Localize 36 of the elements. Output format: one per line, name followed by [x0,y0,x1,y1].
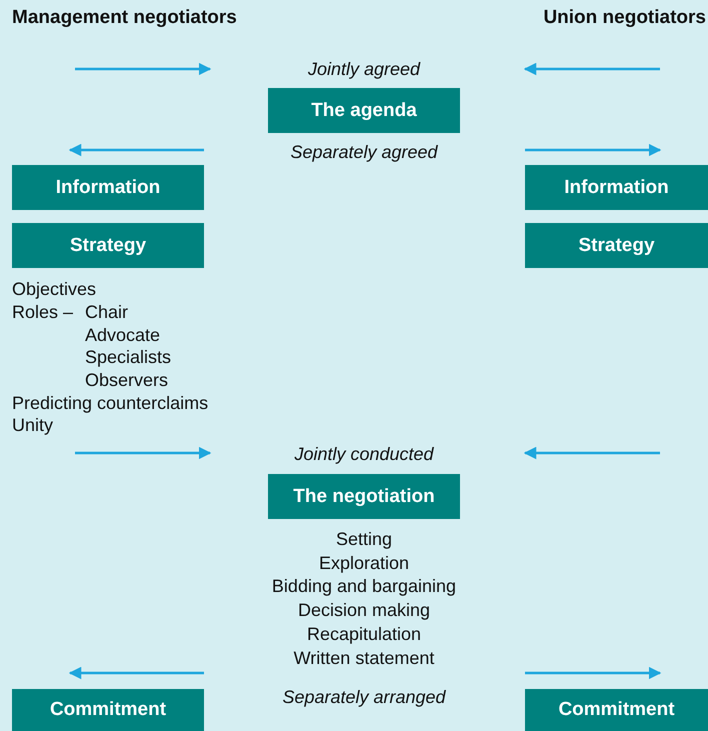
stage-box [268,474,460,519]
list-item: Decision making [298,599,430,621]
list-item: Chair [85,301,128,323]
side-heading: Union negotiators [543,7,706,29]
list-item: Specialists [85,346,172,368]
stage-title: Information [56,176,160,198]
arrow-caption: Jointly agreed [308,58,420,80]
list-item: Exploration [318,552,410,574]
list-item: Advocate [85,324,160,346]
list-item: Unity [12,414,54,436]
stage-box [525,689,708,731]
list-item: Roles – [12,301,74,323]
arrow-caption: Separately arranged [282,686,446,708]
side-heading: Management negotiators [12,7,237,29]
stage-box [525,165,708,210]
stage-title: Commitment [50,699,166,721]
stage-box [268,88,460,133]
stage-box [12,165,204,210]
list-item: Observers [85,369,168,391]
arrow-caption: Jointly conducted [294,443,434,465]
list-item: Predicting counterclaims [12,392,208,414]
list-item: Setting [336,528,392,550]
stage-title: The negotiation [293,486,435,508]
arrow-caption: Separately agreed [290,141,438,163]
stage-title: Information [564,176,669,198]
list-item: Bidding and bargaining [272,575,456,597]
stage-title: Commitment [558,699,675,721]
list-item: Objectives [12,278,96,300]
list-item: Written statement [294,647,434,669]
stage-box [12,223,204,268]
stage-box [12,689,204,731]
stage-title: Strategy [70,234,146,256]
stage-title: Strategy [578,234,655,256]
stage-box [525,223,708,268]
stage-title: The agenda [311,100,417,122]
list-item: Recapitulation [306,623,422,645]
